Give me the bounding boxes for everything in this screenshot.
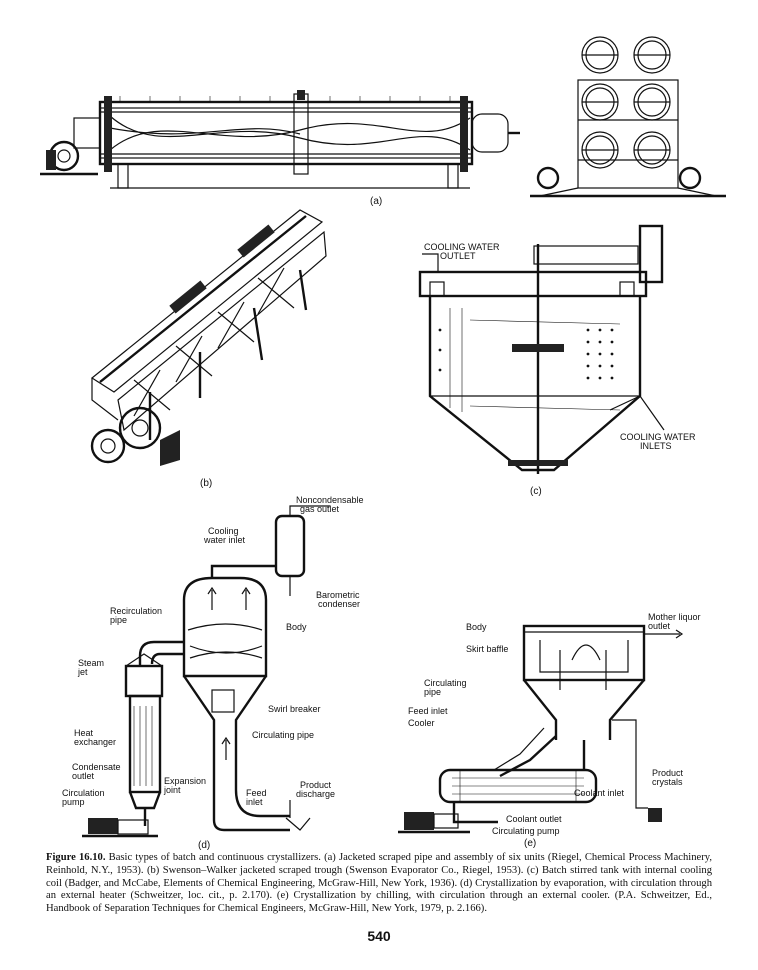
panel-c-label: (c): [530, 486, 542, 497]
coolant-inlet-label: Coolant inlet: [574, 788, 625, 798]
expansion-joint-label-2: joint: [163, 785, 181, 795]
product-crystals-label-2: crystals: [652, 777, 683, 787]
panel-e-cooler: [398, 624, 684, 834]
panel-d-evaporator: [82, 505, 330, 838]
product-discharge-label-1: Product: [300, 780, 332, 790]
figure-caption: Figure 16.10. Basic types of batch and c…: [46, 852, 712, 916]
condensate-outlet-label-2: outlet: [72, 771, 95, 781]
circulating-pipe-label-e-1: Circulating: [424, 678, 467, 688]
panel-a-pipe: [40, 90, 520, 189]
condensate-outlet-label-1: Condensate: [72, 762, 121, 772]
cooling-water-inlet-label-1: Cooling: [208, 526, 239, 536]
body-label-e: Body: [466, 622, 487, 632]
cooling-water-outlet-label-1: COOLING WATER: [424, 242, 500, 252]
cooling-water-inlets-label-2: INLETS: [640, 441, 672, 451]
feed-inlet-label-e: Feed inlet: [408, 706, 448, 716]
noncondensable-label-1: Noncondensable: [296, 495, 364, 505]
page-number: 540: [367, 928, 391, 944]
panel-a-label: (a): [370, 196, 382, 207]
mother-liquor-outlet-label-2: outlet: [648, 621, 671, 631]
circulation-pump-label-2: pump: [62, 797, 85, 807]
cooling-water-inlets-label-1: COOLING WATER: [620, 432, 696, 442]
mother-liquor-outlet-label-1: Mother liquor: [648, 612, 701, 622]
circulating-pump-label-e: Circulating pump: [492, 826, 560, 836]
barometric-condenser-label-1: Barometric: [316, 590, 360, 600]
steam-jet-label-2: jet: [77, 667, 88, 677]
product-crystals-label-1: Product: [652, 768, 684, 778]
expansion-joint-label-1: Expansion: [164, 776, 206, 786]
circulating-pipe-label-d: Circulating pipe: [252, 730, 314, 740]
circulation-pump-label-1: Circulation: [62, 788, 105, 798]
body-label-d: Body: [286, 622, 307, 632]
feed-inlet-label-1: Feed: [246, 788, 267, 798]
figure-caption-label: Figure 16.10.: [46, 852, 106, 863]
recirculation-pipe-label-1: Recirculation: [110, 606, 162, 616]
heat-exchanger-label-2: exchanger: [74, 737, 116, 747]
heat-exchanger-label-1: Heat: [74, 728, 94, 738]
coolant-outlet-label: Coolant outlet: [506, 814, 562, 824]
cooling-water-inlet-label-2: water inlet: [203, 535, 246, 545]
figure-caption-text: Basic types of batch and continuous crys…: [46, 852, 712, 915]
product-discharge-label-2: discharge: [296, 789, 335, 799]
panel-a-assembly: [530, 36, 726, 198]
panel-b-trough: [90, 209, 327, 466]
circulating-pipe-label-e-2: pipe: [424, 687, 441, 697]
skirt-baffle-label: Skirt baffle: [466, 644, 508, 654]
cooling-water-outlet-label-2: OUTLET: [440, 251, 476, 261]
steam-jet-label-1: Steam: [78, 658, 104, 668]
barometric-condenser-label-2: condenser: [318, 599, 360, 609]
cooler-label: Cooler: [408, 718, 435, 728]
panel-e-label: (e): [524, 838, 536, 849]
panel-b-label: (b): [200, 478, 212, 489]
swirl-breaker-label: Swirl breaker: [268, 704, 321, 714]
feed-inlet-label-2: inlet: [246, 797, 263, 807]
recirculation-pipe-label-2: pipe: [110, 615, 127, 625]
panel-d-label: (d): [198, 840, 210, 851]
noncondensable-label-2: gas outlet: [300, 504, 340, 514]
panel-c-tank: [418, 224, 665, 474]
